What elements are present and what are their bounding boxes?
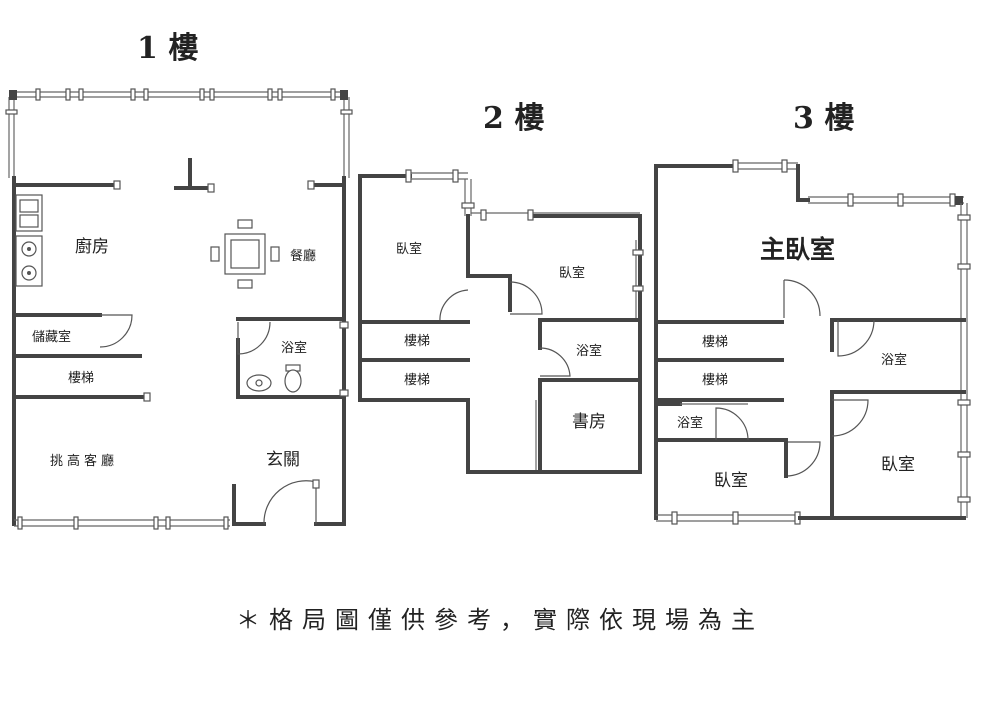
- f2-study-label: 書房: [572, 412, 606, 432]
- floor-3-plan: 3 樓: [654, 101, 971, 525]
- f2-stairs-b-label: 樓梯: [404, 373, 430, 388]
- f1-stairs-label: 樓梯: [68, 371, 94, 386]
- f2-bath-label: 浴室: [576, 343, 602, 359]
- f3-bedroom-b-label: 臥室: [881, 455, 915, 475]
- floor-1-plan: 1 樓: [5, 31, 353, 530]
- f3-bath-a-label: 浴室: [677, 415, 703, 431]
- floor-2-plan: 2 樓 臥室: [358, 101, 644, 474]
- f3-bath-b-label: 浴室: [881, 352, 907, 368]
- f3-stairs-a-label: 樓梯: [702, 335, 728, 350]
- f1-foyer-label: 玄關: [266, 450, 300, 470]
- f1-dining-label: 餐廳: [290, 248, 316, 264]
- f1-living-label: 挑高客廳: [50, 453, 118, 469]
- f1-kitchen-label: 廚房: [75, 236, 109, 257]
- floor-2-title: 2 樓: [483, 101, 544, 136]
- f3-bedroom-a-label: 臥室: [714, 471, 748, 491]
- f1-bath-label: 浴室: [281, 340, 307, 356]
- f2-bedroom-b-label: 臥室: [559, 265, 585, 281]
- floor-3-title: 3 樓: [793, 101, 854, 136]
- f3-master-label: 主臥室: [760, 235, 835, 264]
- disclaimer-note: ＊格局圖僅供參考，實際依現場為主: [236, 606, 764, 634]
- f2-bedroom-a-label: 臥室: [396, 241, 422, 257]
- f1-storage-label: 儲藏室: [32, 329, 71, 345]
- f2-stairs-a-label: 樓梯: [404, 334, 430, 349]
- f3-stairs-b-label: 樓梯: [702, 373, 728, 388]
- floor-1-title: 1 樓: [137, 31, 198, 66]
